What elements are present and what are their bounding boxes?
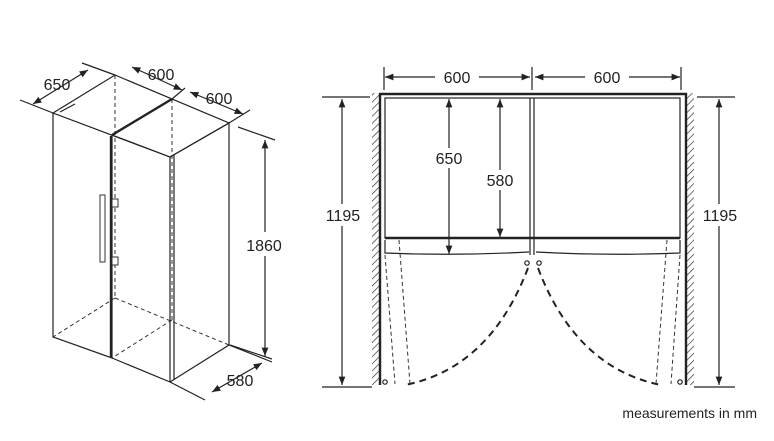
plan-view: 600 600 1195 1195 650 580: [320, 67, 744, 388]
left-width-label: 600: [148, 67, 175, 84]
plan-right-width-label: 600: [594, 70, 621, 87]
left-wall: [372, 93, 380, 385]
units-note: measurements in mm: [622, 405, 757, 421]
door-handle: [99, 194, 119, 266]
height-label: 1860: [246, 238, 282, 255]
right-open-depth-label: 1195: [703, 208, 738, 225]
right-width-label: 600: [206, 91, 233, 108]
depth-label: 650: [44, 77, 71, 94]
left-open-depth-label: 1195: [326, 208, 361, 225]
total-depth-label: 650: [436, 151, 463, 168]
body-depth-label: 580: [487, 173, 514, 190]
plan-left-width-label: 600: [444, 70, 471, 87]
isometric-fridge: 650 600 600 1860 580: [19, 62, 285, 401]
right-wall: [686, 93, 694, 385]
door-depth-label: 580: [227, 373, 254, 390]
